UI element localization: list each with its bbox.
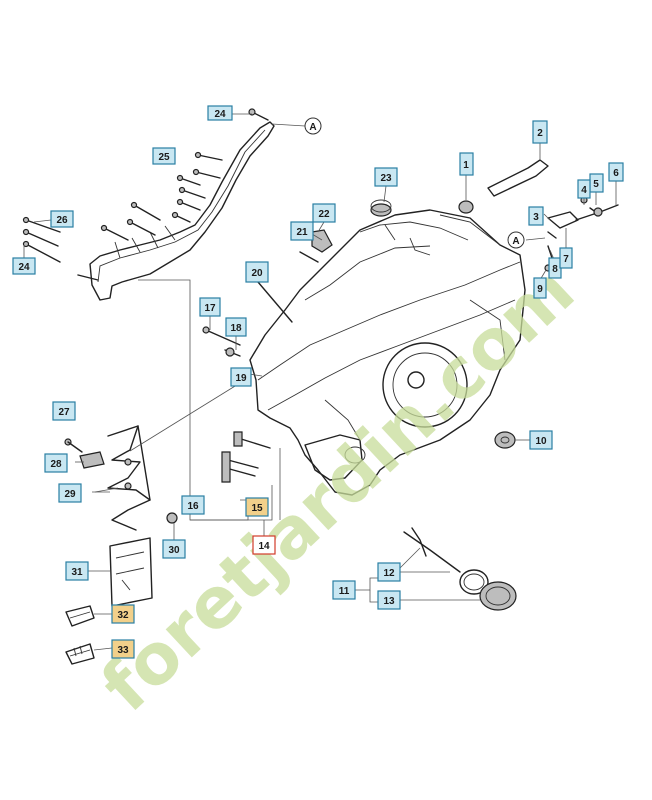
callout-7[interactable]: 7 [559, 247, 573, 269]
callout-18[interactable]: 18 [225, 317, 247, 337]
callout-15-label: 15 [251, 503, 263, 514]
callout-2[interactable]: 2 [532, 120, 548, 144]
callout-4-label: 4 [581, 185, 587, 196]
callout-21-label: 21 [296, 227, 308, 238]
callout-10-label: 10 [535, 436, 547, 447]
callout-25[interactable]: 25 [152, 147, 176, 165]
callout-6-label: 6 [613, 168, 619, 179]
callout-2-label: 2 [537, 128, 543, 139]
screws-left [22, 216, 99, 281]
callout-1-label: 1 [463, 160, 469, 171]
screws-25 [171, 151, 223, 223]
callout-11[interactable]: 11 [332, 580, 356, 600]
callout-33-label: 33 [117, 645, 129, 656]
callout-22-label: 22 [318, 209, 330, 220]
callout-7-label: 7 [563, 254, 569, 265]
ref-a-top-label: A [309, 122, 316, 133]
callout-13-label: 13 [383, 596, 395, 607]
plate-31 [109, 537, 153, 607]
callout-23[interactable]: 23 [374, 167, 398, 187]
callout-16-label: 16 [187, 501, 199, 512]
crankcase [249, 209, 526, 496]
callout-15[interactable]: 15 [245, 497, 269, 517]
callout-8-label: 8 [552, 264, 558, 275]
callout-28[interactable]: 28 [44, 453, 68, 473]
callout-3[interactable]: 3 [528, 206, 544, 226]
callout-12[interactable]: 12 [377, 562, 401, 582]
callout-16[interactable]: 16 [181, 495, 205, 515]
callout-33[interactable]: 33 [111, 639, 135, 659]
callout-10[interactable]: 10 [529, 430, 553, 450]
handle-frame [89, 121, 275, 301]
callout-13[interactable]: 13 [377, 590, 401, 610]
parts-1-2 [458, 159, 549, 214]
callout-9[interactable]: 9 [533, 277, 547, 299]
callout-27-label: 27 [58, 407, 70, 418]
parts-12-13 [403, 527, 517, 611]
callout-24a-label: 24 [214, 109, 226, 120]
bolts-15 [221, 431, 271, 483]
callout-27[interactable]: 27 [52, 401, 76, 421]
callout-19[interactable]: 19 [230, 367, 252, 387]
callout-18-label: 18 [230, 323, 242, 334]
part-23 [370, 199, 392, 217]
watermark: foretjardin.com [86, 250, 590, 728]
callout-32[interactable]: 32 [111, 604, 135, 624]
callout-20-label: 20 [251, 268, 263, 279]
bolts-17-18 [202, 326, 241, 357]
callout-12-label: 12 [383, 568, 395, 579]
callout-9-label: 9 [537, 284, 543, 295]
leader-lines [23, 113, 617, 651]
callout-8[interactable]: 8 [548, 257, 562, 279]
callout-29-label: 29 [64, 489, 76, 500]
ref-a-right-label: A [512, 236, 519, 247]
parts-32-33 [65, 605, 95, 665]
callout-4[interactable]: 4 [577, 179, 591, 199]
callout-25-label: 25 [158, 152, 170, 163]
callout-29[interactable]: 29 [58, 483, 82, 503]
callout-5-label: 5 [593, 179, 599, 190]
ref-a-top: A [304, 117, 322, 135]
callout-19-label: 19 [235, 373, 247, 384]
nut-30 [166, 512, 178, 524]
callout-1[interactable]: 1 [459, 152, 474, 176]
callout-26-label: 26 [56, 215, 68, 226]
callout-31-label: 31 [71, 567, 83, 578]
callout-5[interactable]: 5 [589, 173, 604, 193]
callout-30[interactable]: 30 [162, 539, 186, 559]
callout-28-label: 28 [50, 459, 62, 470]
watermark-text: foretjardin.com [86, 250, 590, 728]
callout-3-label: 3 [533, 212, 539, 223]
callout-23-label: 23 [380, 173, 392, 184]
callout-6[interactable]: 6 [608, 162, 624, 182]
callout-30-label: 30 [168, 545, 180, 556]
parts-21-22 [299, 229, 333, 263]
callout-20[interactable]: 20 [245, 261, 269, 283]
bumper-29 [107, 425, 151, 531]
callout-14[interactable]: 14 [252, 535, 276, 555]
ref-a-right: A [507, 231, 525, 249]
stud-20 [257, 281, 293, 323]
screws-26 [100, 201, 161, 241]
screw-24-top-head [248, 108, 256, 116]
callout-24b-label: 24 [18, 262, 30, 273]
callout-24b[interactable]: 24 [12, 257, 36, 275]
callout-31[interactable]: 31 [65, 561, 89, 581]
callout-26[interactable]: 26 [50, 210, 74, 228]
part-10 [494, 431, 516, 449]
callout-21[interactable]: 21 [290, 221, 314, 241]
callout-17-label: 17 [204, 303, 216, 314]
callout-17[interactable]: 17 [199, 297, 221, 317]
callout-14-label: 14 [258, 541, 270, 552]
callout-11-label: 11 [339, 586, 350, 597]
parts-27-28 [64, 438, 105, 469]
callout-22[interactable]: 22 [312, 203, 336, 223]
callout-32-label: 32 [117, 610, 129, 621]
callout-24a[interactable]: 24 [207, 105, 233, 121]
